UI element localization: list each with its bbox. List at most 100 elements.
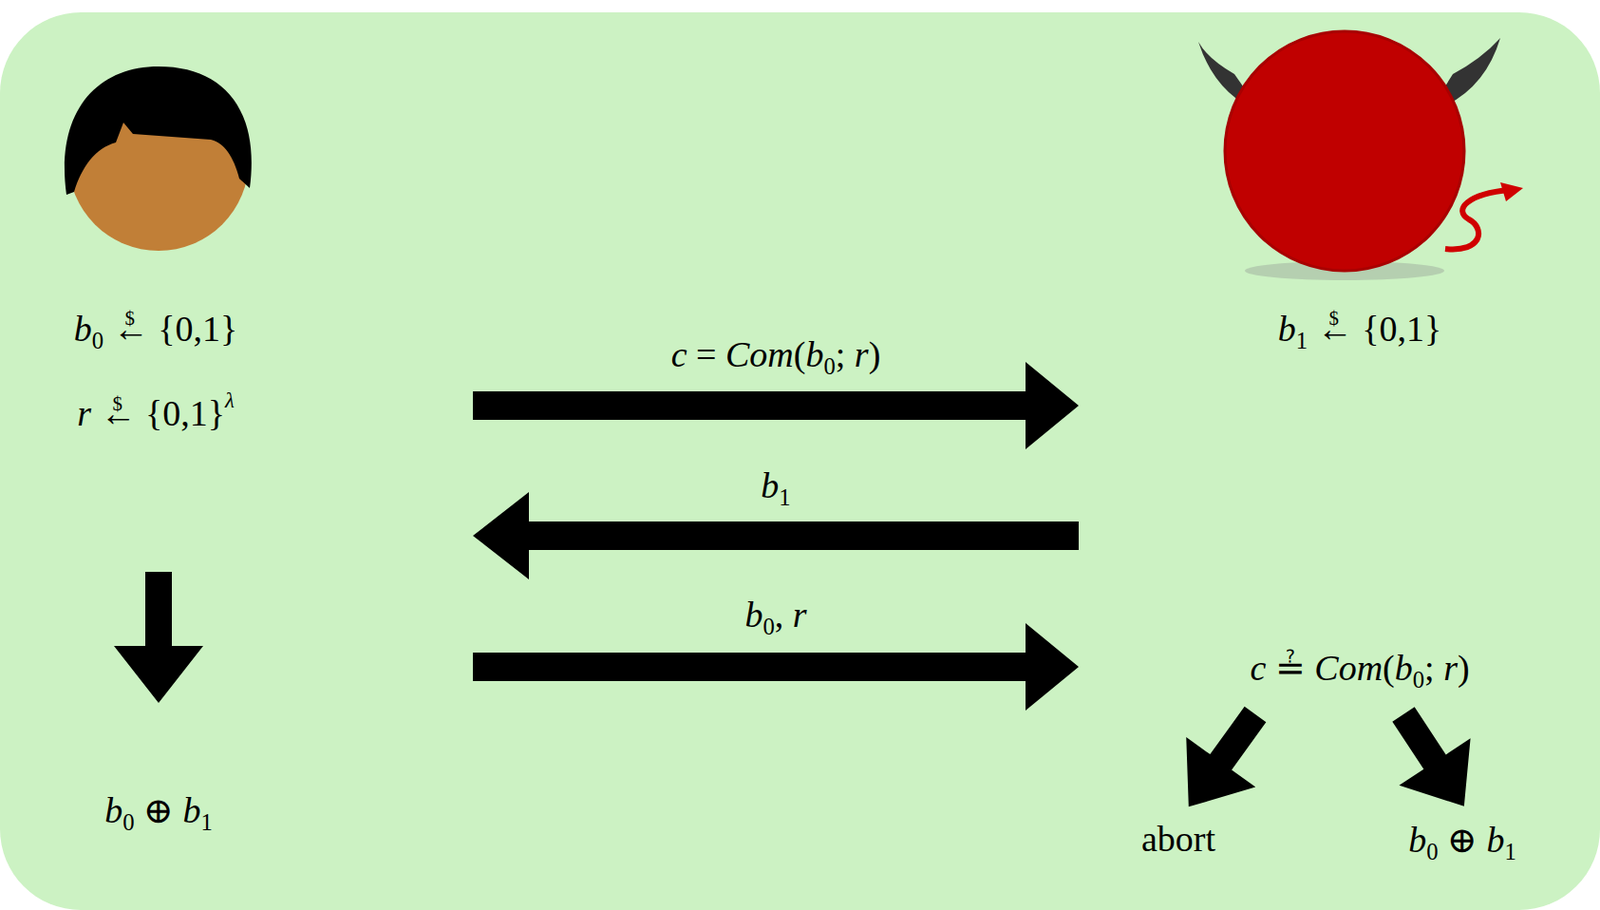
math-glyph: (	[1382, 647, 1395, 688]
math-glyph	[1477, 819, 1488, 860]
math-glyph: λ	[225, 388, 235, 413]
math-glyph: =	[696, 334, 716, 375]
honest-party-icon	[64, 66, 252, 251]
math-label: r ←$ {0,1}λ	[76, 387, 235, 436]
math-glyph: 0	[122, 809, 134, 835]
math-glyph	[1438, 819, 1449, 860]
math-glyph: b	[1394, 647, 1413, 688]
math-glyph: ,	[774, 594, 785, 635]
math-glyph: m	[1356, 647, 1383, 688]
math-glyph: c	[671, 334, 688, 375]
math-glyph: b	[1408, 819, 1427, 860]
message-arrow	[472, 622, 1079, 711]
math-glyph: b	[1486, 819, 1505, 860]
math-glyph: }	[207, 393, 226, 433]
math-glyph: ,	[192, 308, 203, 349]
math-glyph: 1	[1296, 327, 1308, 354]
math-glyph	[91, 393, 101, 433]
math-glyph: b	[1157, 818, 1176, 859]
math-glyph: ←	[1317, 308, 1354, 349]
math-glyph: o	[749, 334, 768, 375]
math-glyph: ;	[835, 334, 847, 375]
math-glyph: 0	[823, 353, 835, 379]
math-glyph: b	[74, 308, 93, 349]
math-glyph	[173, 790, 184, 830]
math-glyph: C	[725, 334, 750, 375]
math-glyph: 1	[778, 484, 791, 510]
math-glyph: {	[157, 308, 175, 349]
math-label: b0 ←$ {0,1}	[74, 307, 238, 355]
adversary-icon	[1198, 31, 1524, 281]
math-glyph: 0	[1378, 308, 1397, 349]
output-arrow	[113, 571, 204, 703]
math-glyph	[1353, 308, 1363, 349]
math-glyph: r	[1443, 647, 1458, 688]
math-glyph	[845, 334, 855, 375]
math-glyph: 1	[189, 393, 208, 433]
math-glyph	[134, 790, 145, 830]
math-glyph: t	[1204, 818, 1216, 859]
math-glyph: ≟	[1275, 647, 1306, 688]
math-glyph	[1307, 308, 1318, 349]
math-glyph	[1305, 647, 1316, 688]
math-glyph: b	[182, 790, 201, 830]
math-glyph: a	[1141, 818, 1158, 859]
math-glyph: {	[145, 393, 163, 433]
math-label: abort	[1141, 817, 1216, 862]
math-glyph: b	[760, 465, 779, 506]
math-glyph: 0	[762, 613, 774, 640]
math-glyph: 1	[1504, 838, 1516, 865]
math-glyph: 0	[1412, 666, 1425, 693]
math-glyph: r	[1193, 818, 1206, 859]
math-glyph: 1	[202, 308, 221, 349]
math-glyph	[687, 334, 697, 375]
math-glyph: )	[868, 334, 882, 375]
math-label: b1 ←$ {0,1}	[1278, 307, 1442, 355]
math-glyph: 1	[1406, 308, 1425, 349]
message-arrow	[472, 361, 1079, 450]
math-glyph: b	[744, 594, 763, 635]
branch-arrow	[1367, 690, 1500, 829]
math-glyph: }	[220, 308, 238, 349]
math-label: b0, r	[744, 593, 807, 640]
math-glyph: c	[1249, 647, 1266, 688]
math-glyph	[1434, 647, 1445, 688]
branch-arrow	[1153, 689, 1290, 832]
math-glyph: ⊕	[1447, 819, 1478, 860]
math-glyph: r	[76, 393, 92, 433]
math-glyph: C	[1314, 647, 1338, 688]
math-label: b0 ⊕ b1	[104, 789, 213, 836]
math-glyph	[149, 308, 159, 349]
math-glyph: 1	[200, 809, 212, 835]
math-glyph: ←	[112, 308, 150, 349]
math-glyph	[103, 308, 113, 349]
math-glyph	[783, 594, 793, 635]
math-glyph	[1265, 647, 1276, 688]
math-glyph: 0	[1426, 838, 1438, 865]
math-glyph: }	[1424, 308, 1442, 349]
math-glyph: o	[1338, 647, 1357, 688]
math-glyph	[135, 393, 146, 433]
math-label: c = Com(b0; r)	[671, 333, 882, 380]
math-glyph: {	[1361, 308, 1379, 349]
math-glyph: ←	[99, 393, 136, 433]
math-label: b0 ⊕ b1	[1408, 818, 1517, 866]
math-glyph: ⊕	[143, 790, 174, 830]
math-glyph: b	[805, 334, 824, 375]
math-glyph	[715, 334, 726, 375]
math-glyph: 0	[162, 393, 181, 433]
math-glyph: 0	[92, 327, 104, 354]
math-glyph: ;	[1424, 647, 1435, 688]
math-glyph: )	[1457, 647, 1470, 688]
background-panel	[0, 12, 1600, 910]
math-glyph: r	[792, 594, 808, 635]
math-glyph: b	[1278, 308, 1297, 349]
math-glyph: b	[104, 790, 123, 830]
math-glyph: (	[793, 334, 807, 375]
math-label: c ≟ Com(b0; r)	[1249, 646, 1469, 694]
math-glyph: 0	[174, 308, 193, 349]
math-glyph: o	[1175, 818, 1194, 859]
math-label: b1	[760, 464, 791, 511]
math-glyph: ,	[180, 393, 190, 433]
